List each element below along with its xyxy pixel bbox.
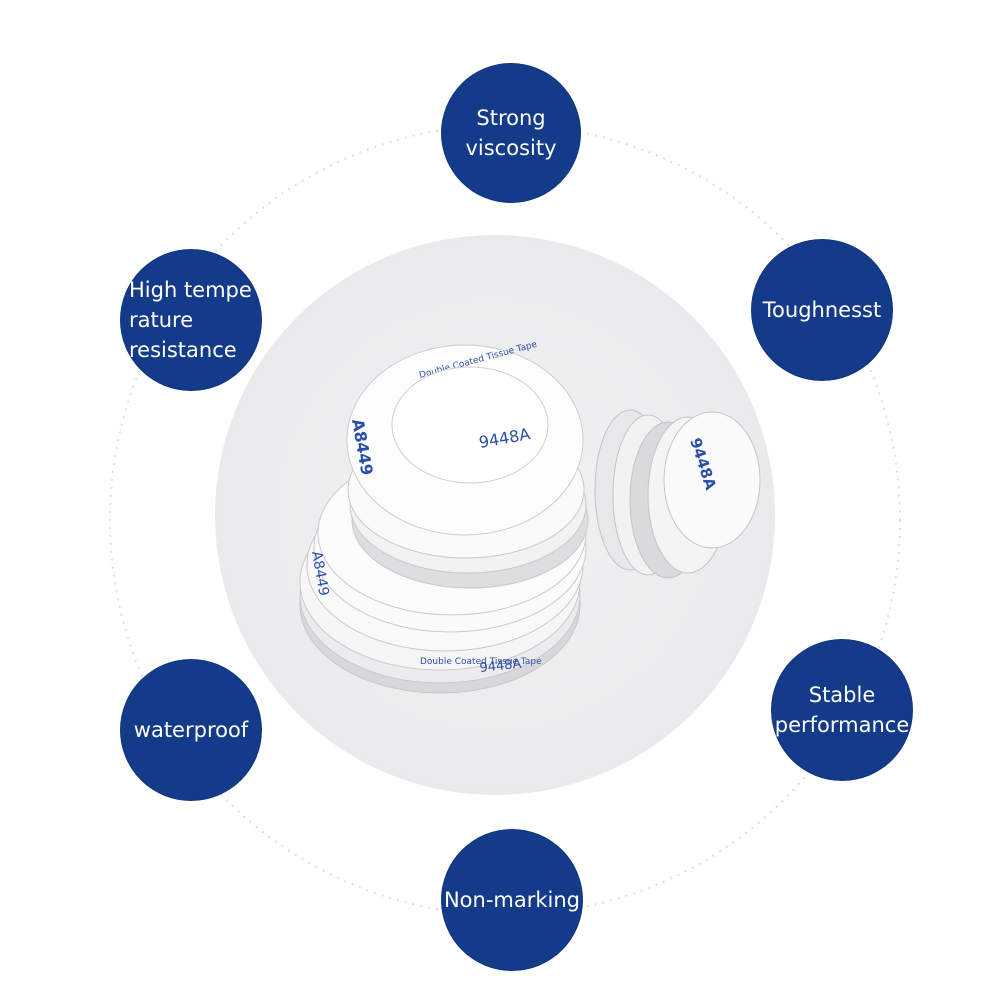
feature-toughness-label: Toughnesst — [762, 298, 882, 322]
feature-toughness: Toughnesst — [752, 240, 892, 380]
stack-model-label-bottom: 9448A — [479, 657, 522, 676]
small-top-disc: 9448A — [391, 366, 549, 484]
feature-strong-viscosity-label: Strong viscosity — [465, 106, 557, 160]
feature-strong-viscosity: Strong viscosity — [442, 64, 580, 202]
feature-stable-performance-label: Stable performance — [774, 683, 910, 737]
feature-high-temperature-resistance: High tempe rature resistance — [121, 250, 261, 390]
feature-non-marking-label: Non-marking — [443, 888, 581, 912]
feature-non-marking: Non-marking — [442, 830, 582, 970]
feature-waterproof: waterproof — [121, 660, 261, 800]
feature-stable-performance: Stable performance — [772, 640, 912, 780]
feature-high-temperature-label: High tempe rature resistance — [129, 278, 252, 362]
stack-print-label: Double Coated Tissue Tape — [420, 657, 542, 667]
side-tape-stack: 9448A — [594, 409, 761, 579]
feature-waterproof-label: waterproof — [133, 718, 249, 742]
stack-model-label: A8449 — [308, 550, 332, 597]
